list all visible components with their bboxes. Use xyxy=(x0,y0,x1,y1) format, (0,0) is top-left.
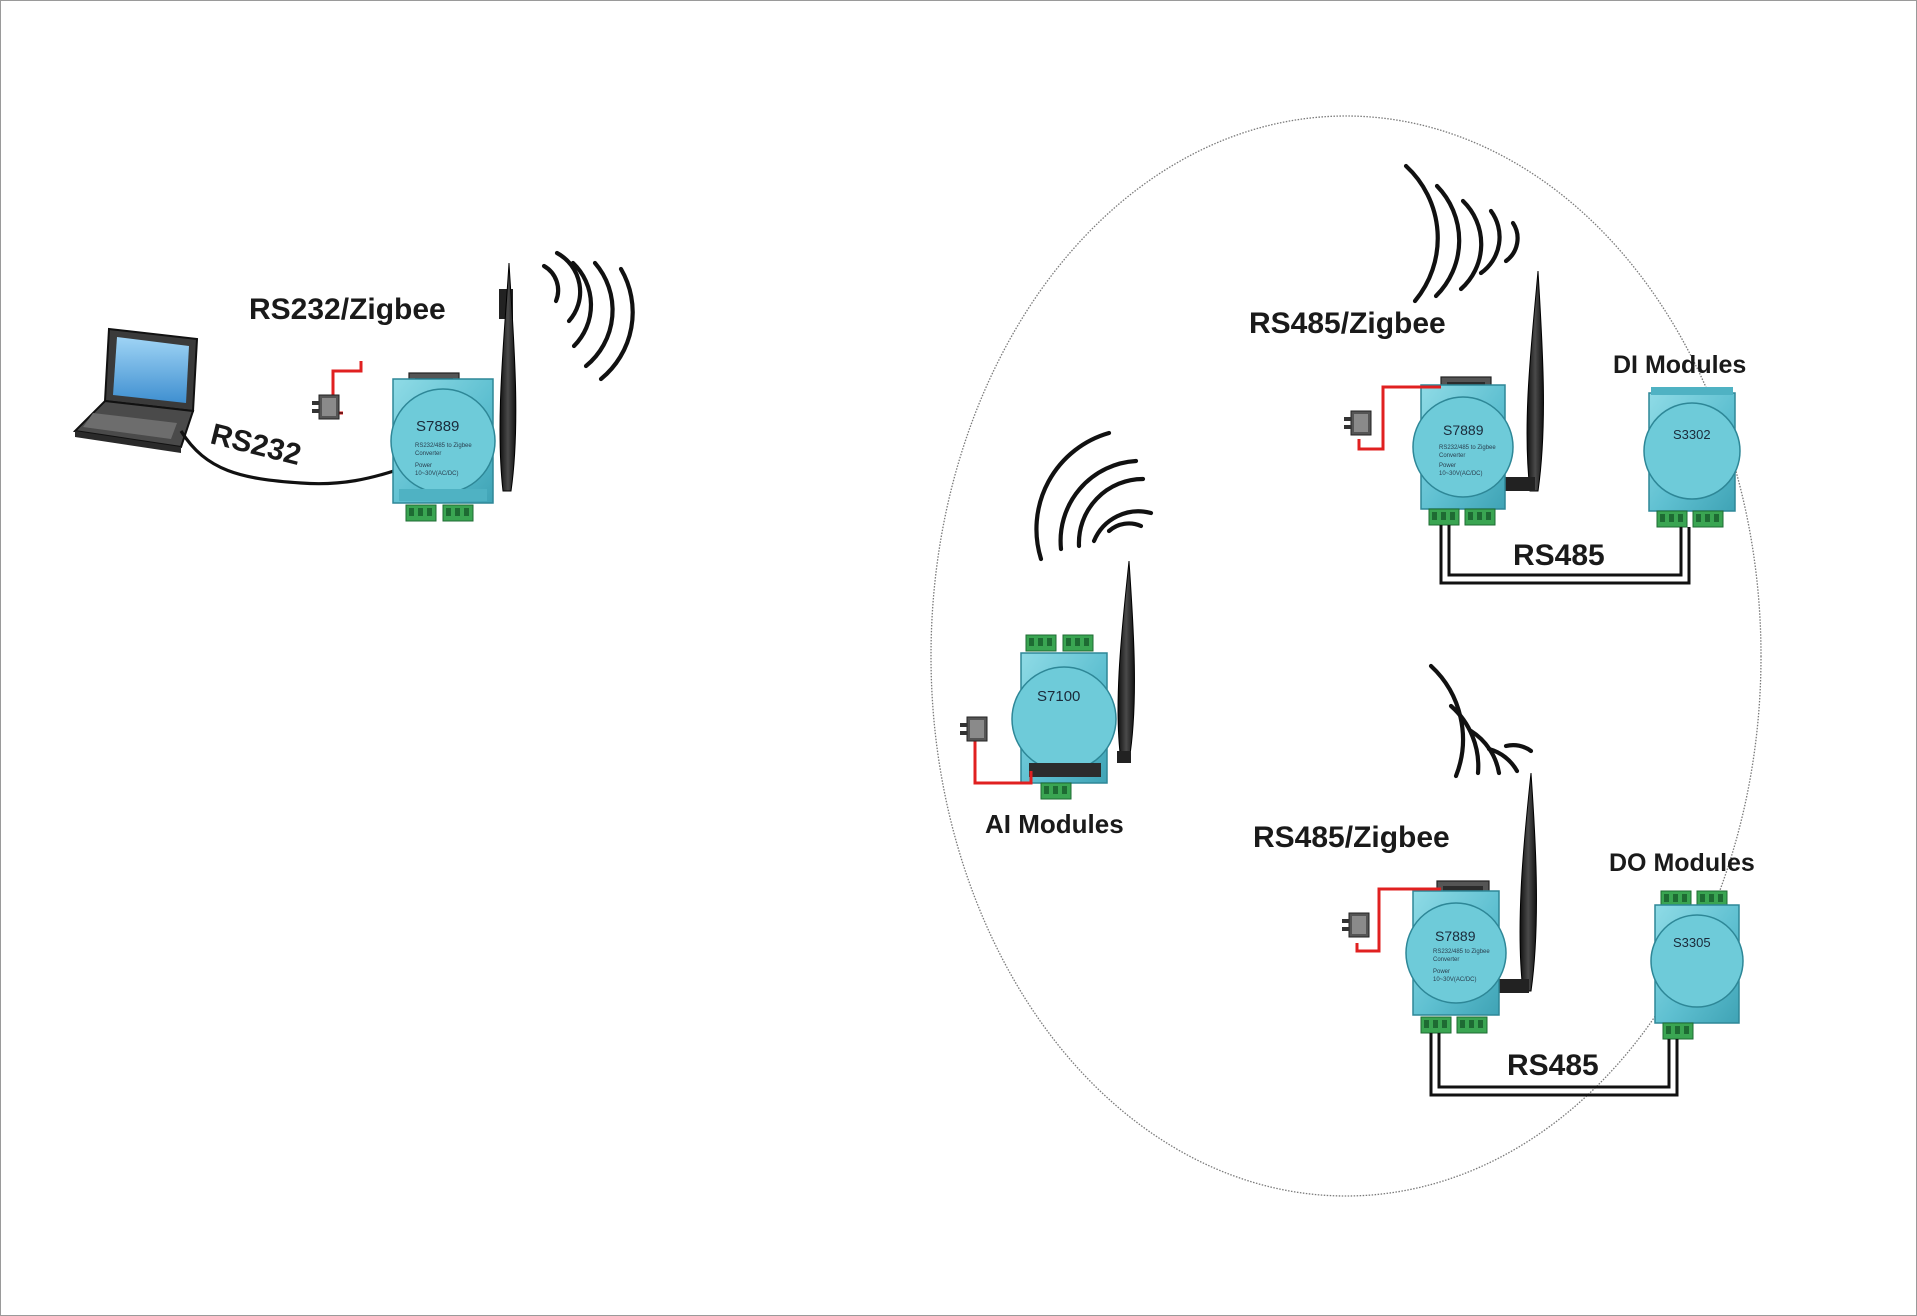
gateway-bottom-desc: RS232/485 to Zigbee xyxy=(1433,949,1490,955)
label-rs485-link-top: RS485 xyxy=(1513,539,1605,572)
gateway-bottom: S7889 RS232/485 to Zigbee Converter Powe… xyxy=(1341,772,1537,1034)
di-module: S3302 xyxy=(1643,387,1741,528)
gateway-bottom-power: Power xyxy=(1433,969,1450,975)
gateway-top-desc2: Converter xyxy=(1439,453,1465,459)
laptop-icon xyxy=(72,327,199,453)
label-do-modules: DO Modules xyxy=(1609,849,1755,877)
signal-waves-top xyxy=(1403,163,1520,304)
wireless-zone-boundary xyxy=(930,115,1762,1197)
label-rs232-zigbee: RS232/Zigbee xyxy=(249,293,446,326)
label-di-modules: DI Modules xyxy=(1613,351,1746,379)
gateway-bottom-desc2: Converter xyxy=(1433,957,1459,963)
gateway-left: S7889 RS232/485 to Zigbee Converter Powe… xyxy=(311,262,517,522)
gateway-left-model: S7889 xyxy=(416,418,459,435)
do-module: S3305 xyxy=(1650,890,1744,1040)
rs232-cable xyxy=(179,430,407,486)
rs485-link-bottom xyxy=(1429,1033,1679,1097)
gateway-bottom-voltage: 10~30V(AC/DC) xyxy=(1433,977,1477,983)
gateway-left-desc: RS232/485 to Zigbee xyxy=(415,443,472,449)
di-module-model: S3302 xyxy=(1673,427,1711,442)
gateway-top-power: Power xyxy=(1439,463,1456,469)
rs485-link-top xyxy=(1439,525,1691,585)
gateway-top-model: S7889 xyxy=(1443,422,1484,438)
gateway-top: S7889 RS232/485 to Zigbee Converter Powe… xyxy=(1343,270,1544,526)
label-ai-modules: AI Modules xyxy=(985,809,1124,839)
gateway-bottom-model: S7889 xyxy=(1435,928,1476,944)
gateway-top-desc: RS232/485 to Zigbee xyxy=(1439,445,1496,451)
signal-waves-bottom xyxy=(1428,663,1534,779)
gateway-left-power: Power xyxy=(415,463,432,469)
signal-waves-left xyxy=(541,250,635,382)
signal-waves-ai xyxy=(1034,430,1154,562)
gateway-left-desc2: Converter xyxy=(415,451,441,457)
gateway-left-voltage: 10~30V(AC/DC) xyxy=(415,471,459,477)
do-module-model: S3305 xyxy=(1673,935,1711,950)
ai-module-model: S7100 xyxy=(1037,688,1080,705)
label-rs485-zigbee-top: RS485/Zigbee xyxy=(1249,307,1446,340)
ai-module: S7100 xyxy=(959,560,1135,800)
gateway-top-voltage: 10~30V(AC/DC) xyxy=(1439,471,1483,477)
label-rs485-zigbee-bottom: RS485/Zigbee xyxy=(1253,821,1450,854)
label-rs232-cable: RS232 xyxy=(207,418,304,472)
label-rs485-link-bottom: RS485 xyxy=(1507,1049,1599,1082)
